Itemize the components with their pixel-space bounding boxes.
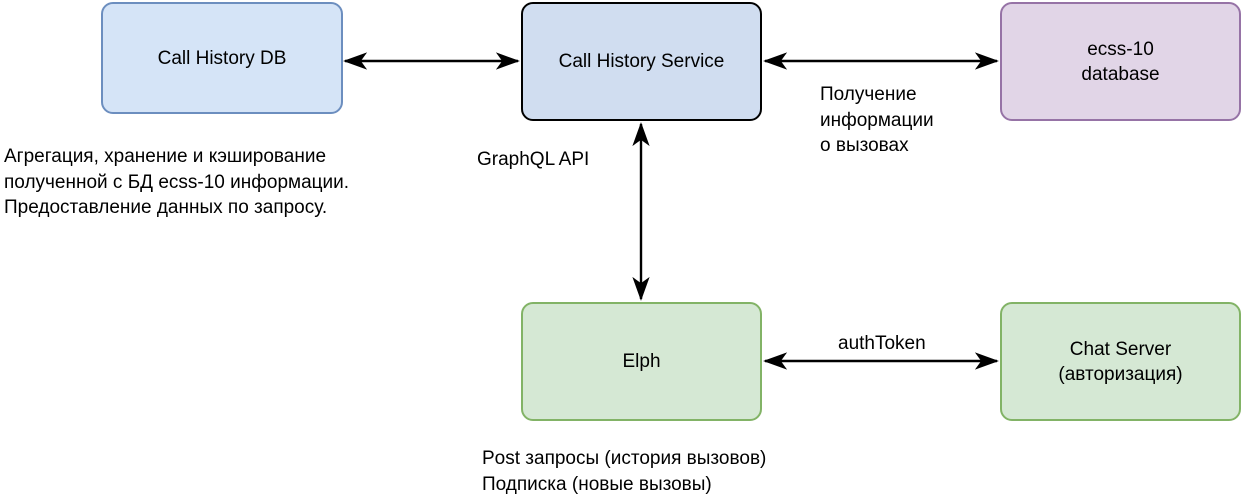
- node-elph[interactable]: Elph: [521, 302, 762, 421]
- node-chat-server-label: Chat Server (авторизация): [1058, 338, 1183, 385]
- annotation-bottom-description: Post запросы (история вызовов) Подписка …: [482, 448, 767, 495]
- node-ecss-database-label: ecss-10 database: [1081, 38, 1160, 85]
- node-call-history-db-label: Call History DB: [157, 47, 287, 69]
- node-chat-server[interactable]: Chat Server (авторизация): [1000, 302, 1241, 421]
- node-elph-label: Elph: [622, 351, 661, 372]
- node-call-history-db[interactable]: Call History DB: [101, 2, 343, 114]
- edge-label-auth-token: authToken: [838, 333, 926, 354]
- node-ecss-database[interactable]: ecss-10 database: [1000, 2, 1241, 121]
- node-call-history-service-label: Call History Service: [558, 51, 725, 72]
- edge-label-graphql-api: GraphQL API: [477, 149, 590, 170]
- annotation-left-description: Агрегация, хранение и кэширование получе…: [4, 146, 350, 218]
- node-call-history-service[interactable]: Call History Service: [521, 2, 762, 121]
- edge-label-poluchenie-informacii: Получение информации о вызовах: [820, 84, 934, 156]
